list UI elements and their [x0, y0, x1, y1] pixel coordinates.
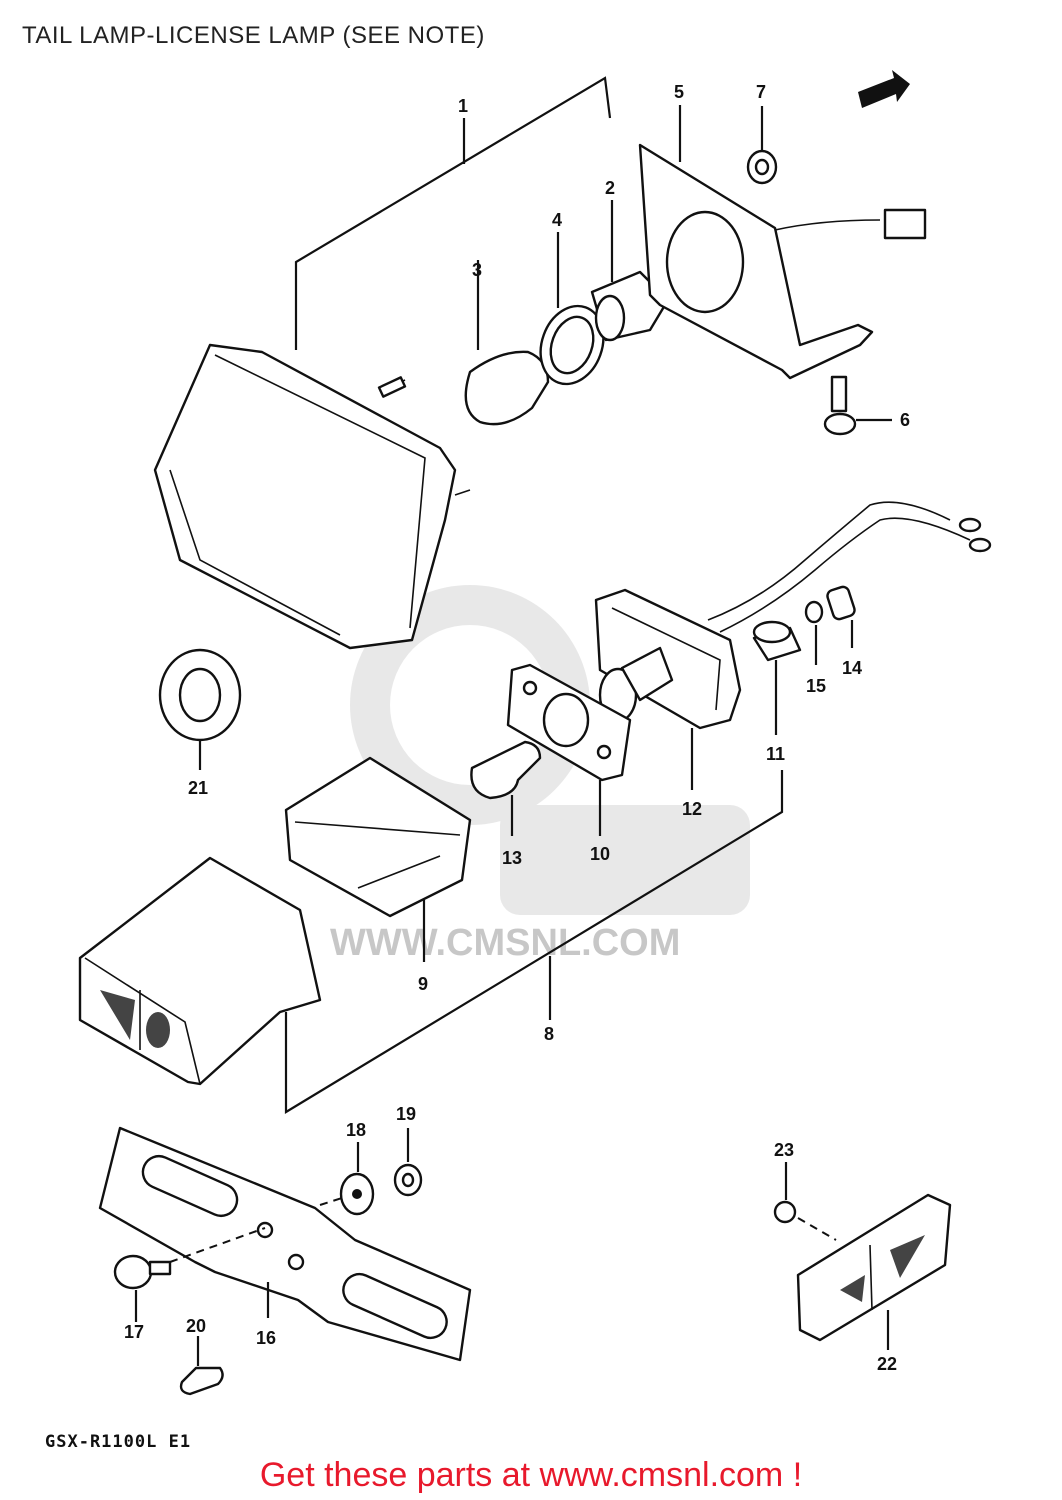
group-bracket-8 — [284, 770, 784, 1114]
rear-case — [78, 856, 322, 1086]
label-19: 19 — [396, 1104, 416, 1124]
lamp-bracket — [638, 105, 927, 380]
small-bulb — [179, 1336, 224, 1396]
washer-small — [804, 600, 824, 665]
license-lamp-gasket — [506, 663, 632, 836]
model-code: GSX-R1100L E1 — [45, 1432, 192, 1452]
cushion — [752, 620, 802, 735]
promo-link[interactable]: Get these parts at www.cmsnl.com ! — [259, 1456, 803, 1494]
label-4: 4 — [552, 210, 562, 230]
bracket-bolt — [113, 1227, 266, 1322]
label-11: 11 — [766, 744, 785, 764]
reflector-screw — [773, 1162, 837, 1241]
label-2: 2 — [605, 178, 615, 198]
bracket-nut — [746, 106, 778, 185]
label-15: 15 — [806, 676, 826, 696]
label-3: 3 — [472, 260, 482, 280]
label-10: 10 — [590, 844, 610, 864]
grommet — [158, 648, 242, 770]
label-17: 17 — [124, 1322, 144, 1342]
label-12: 12 — [682, 799, 702, 819]
part-labels: 1 2 3 4 5 6 7 8 9 10 11 12 13 14 15 16 1… — [124, 82, 910, 1374]
spacer — [826, 585, 856, 648]
label-22: 22 — [877, 1354, 897, 1374]
watermark-url: WWW.CMSNL.COM — [330, 922, 681, 964]
label-6: 6 — [900, 410, 910, 430]
label-8: 8 — [544, 1024, 554, 1044]
label-18: 18 — [346, 1120, 366, 1140]
bulb-gasket — [539, 232, 605, 386]
label-5: 5 — [674, 82, 684, 102]
label-23: 23 — [774, 1140, 794, 1160]
label-9: 9 — [418, 974, 428, 994]
bracket-screw — [823, 375, 892, 436]
label-7: 7 — [756, 82, 766, 102]
tail-bulb — [464, 260, 550, 426]
label-1: 1 — [458, 96, 468, 116]
label-21: 21 — [188, 778, 208, 798]
license-bracket — [98, 1126, 472, 1362]
bracket-nut-small — [319, 1128, 423, 1206]
license-lamp-lens — [284, 756, 472, 962]
page-title: TAIL LAMP-LICENSE LAMP (SEE NOTE) — [22, 22, 485, 49]
reflector — [796, 1193, 952, 1350]
group-bracket-1 — [294, 76, 612, 350]
license-bulb — [470, 740, 542, 836]
label-14: 14 — [842, 658, 862, 678]
bracket-washer — [339, 1142, 375, 1216]
tail-lamp-lens — [153, 343, 471, 650]
label-20: 20 — [186, 1316, 206, 1336]
label-13: 13 — [502, 848, 522, 868]
front-arrow-icon — [858, 70, 910, 108]
label-16: 16 — [256, 1328, 276, 1348]
